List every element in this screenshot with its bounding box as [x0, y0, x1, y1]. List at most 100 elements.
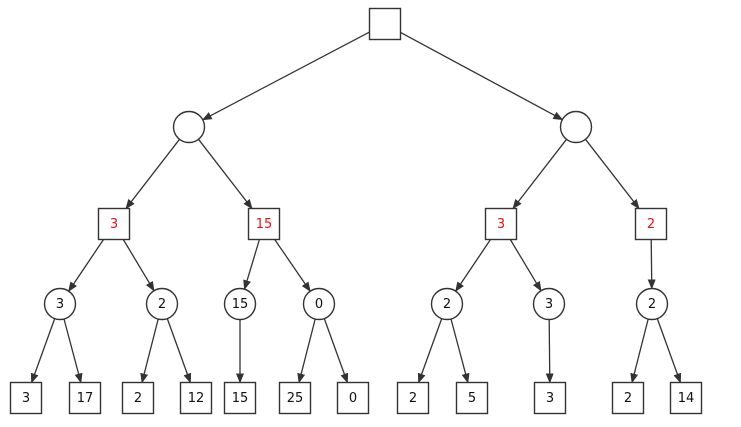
edge-LLb-l4: [166, 318, 192, 384]
node-value-label: 25: [287, 391, 304, 406]
edge-LLa-l1: [30, 318, 56, 384]
edge-LLb-l3: [140, 318, 159, 384]
edge-LLa-l2: [63, 318, 83, 384]
node-value-label: 2: [648, 297, 656, 312]
square-shape: [9, 381, 43, 415]
decision-node-LR: 15: [247, 207, 281, 241]
node-value-label: 2: [624, 391, 632, 406]
edge-RR-RRa: [647, 239, 656, 290]
edge-R-RL: [512, 138, 568, 210]
decision-node-l6: 25: [278, 381, 312, 415]
decision-node-l9: 5: [455, 381, 489, 415]
edge-RRa-l11: [630, 318, 649, 384]
decision-node-l12: 14: [669, 381, 703, 415]
decision-node-l10: 3: [533, 381, 567, 415]
node-value-label: 15: [256, 217, 273, 232]
node-value-label: 5: [468, 391, 476, 406]
decision-node-l1: 3: [9, 381, 43, 415]
edges: [30, 31, 682, 384]
chance-node-RLa: 2: [430, 287, 464, 321]
decision-node-LL: 3: [97, 207, 131, 241]
decision-node-l5: 15: [223, 381, 257, 415]
square-shape: [396, 381, 430, 415]
node-value-label: 2: [647, 217, 655, 232]
node-value-label: 2: [443, 297, 451, 312]
node-value-label: 2: [134, 391, 142, 406]
circle-shape: [532, 287, 566, 321]
circle-shape: [172, 110, 206, 144]
edge-L-LR: [197, 138, 253, 210]
node-value-label: 3: [545, 297, 553, 312]
node-value-label: 12: [188, 391, 205, 406]
square-shape: [484, 207, 518, 241]
edge-L-LL: [125, 138, 181, 210]
node-value-label: 2: [158, 297, 166, 312]
square-shape: [336, 381, 370, 415]
edge-RLa-l9: [450, 318, 470, 384]
edge-RL-RLa: [455, 239, 492, 293]
square-shape: [455, 381, 489, 415]
decision-node-l11: 2: [611, 381, 645, 415]
square-shape: [669, 381, 703, 415]
edge-root-R: [400, 31, 564, 121]
square-shape: [634, 207, 668, 241]
edge-LL-LLa: [68, 239, 105, 293]
square-shape: [611, 381, 645, 415]
node-value-label: 3: [110, 217, 118, 232]
chance-node-RRa: 2: [635, 287, 669, 321]
circle-shape: [430, 287, 464, 321]
edge-root-L: [201, 31, 370, 121]
node-value-label: 15: [232, 297, 249, 312]
node-value-label: 2: [409, 391, 417, 406]
node-value-label: 0: [349, 391, 357, 406]
edge-RLa-l8: [417, 318, 443, 384]
circle-shape: [43, 287, 77, 321]
node-value-label: 17: [77, 391, 94, 406]
chance-node-RLb: 3: [532, 287, 566, 321]
node-value-label: 14: [678, 391, 695, 406]
edge-LL-LLb: [122, 239, 155, 292]
square-shape: [121, 381, 155, 415]
node-value-label: 3: [546, 391, 554, 406]
edge-LRb-l6: [297, 318, 316, 384]
square-shape: [68, 381, 102, 415]
edge-RL-RLb: [509, 239, 542, 292]
node-value-label: 3: [56, 297, 64, 312]
decision-node-l4: 12: [179, 381, 213, 415]
node-value-label: 3: [497, 217, 505, 232]
decision-node-RR: 2: [634, 207, 668, 241]
circle-shape: [223, 287, 257, 321]
circle-shape: [559, 110, 593, 144]
square-shape: [247, 207, 281, 241]
edge-LR-LRb: [274, 239, 311, 293]
circle-shape: [635, 287, 669, 321]
square-shape: [223, 381, 257, 415]
edge-LRb-l7: [323, 318, 349, 384]
node-value-label: 15: [232, 391, 249, 406]
edge-R-RR: [584, 138, 640, 210]
square-shape: [278, 381, 312, 415]
decision-node-l3: 2: [121, 381, 155, 415]
chance-node-LLb: 2: [145, 287, 179, 321]
decision-node-l7: 0: [336, 381, 370, 415]
square-shape: [368, 7, 402, 41]
edge-RRa-l12: [656, 318, 682, 384]
edge-RLb-l10: [545, 319, 554, 384]
circle-shape: [145, 287, 179, 321]
chance-node-R: [559, 110, 593, 144]
decision-node-RL: 3: [484, 207, 518, 241]
node-value-label: 3: [22, 391, 30, 406]
decision-node-root: [368, 7, 402, 41]
node-value-label: 0: [315, 297, 323, 312]
chance-node-L: [172, 110, 206, 144]
circle-shape: [302, 287, 336, 321]
square-shape: [97, 207, 131, 241]
square-shape: [179, 381, 213, 415]
decision-node-l2: 17: [68, 381, 102, 415]
decision-node-l8: 2: [396, 381, 430, 415]
square-shape: [533, 381, 567, 415]
edge-LR-LRa: [243, 239, 261, 291]
chance-node-LLa: 3: [43, 287, 77, 321]
chance-node-LRb: 0: [302, 287, 336, 321]
